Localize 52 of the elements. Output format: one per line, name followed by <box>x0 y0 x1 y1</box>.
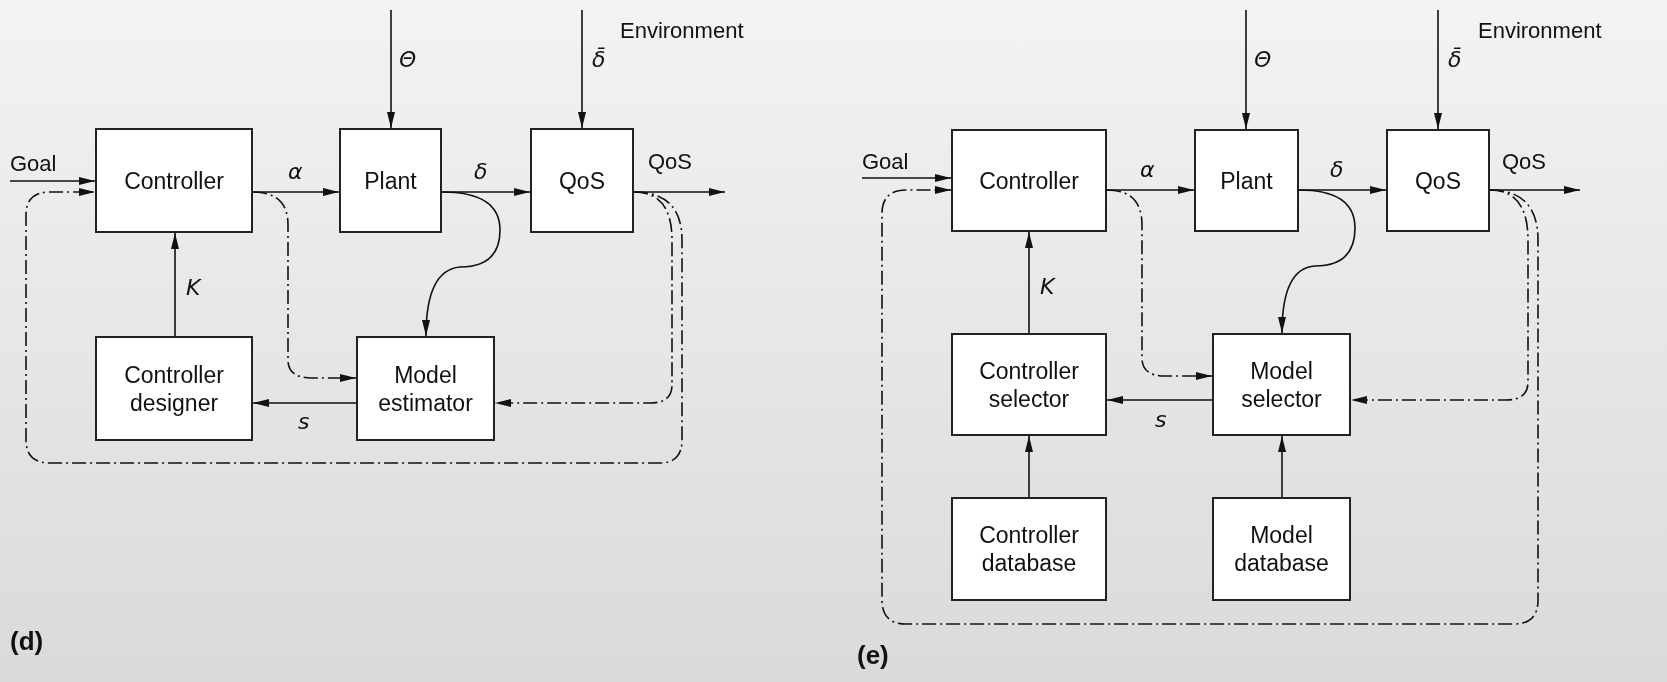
block-box: Plant <box>1194 129 1299 232</box>
arrow <box>1434 9 1442 130</box>
edge-label: Θ <box>1254 48 1272 72</box>
edge-label: δ̄ <box>1448 48 1462 72</box>
dash-dot-arrow <box>1106 189 1213 380</box>
arrow <box>1278 435 1286 498</box>
arrow <box>578 9 586 129</box>
arrow <box>1242 9 1250 130</box>
environment-label: Environment <box>620 18 744 44</box>
block-box: Controller database <box>951 497 1107 601</box>
environment-label: Environment <box>1478 18 1602 44</box>
arrow <box>422 191 501 337</box>
dash-dot-arrow <box>252 191 357 382</box>
dash-dot-arrow <box>494 191 673 407</box>
block-box: Model selector <box>1212 333 1351 436</box>
arrow <box>387 9 395 129</box>
edge-label: Goal <box>10 152 57 176</box>
block-box: Model database <box>1212 497 1351 601</box>
dash-dot-arrow <box>881 186 1539 625</box>
block-box: Controller selector <box>951 333 1107 436</box>
arrow <box>1278 189 1356 334</box>
edge-label: δ̄ <box>592 48 606 72</box>
block-box: Plant <box>339 128 442 233</box>
block-box: QoS <box>1386 129 1490 232</box>
edge-label: δ <box>474 160 488 184</box>
panel-label: (d) <box>10 626 44 657</box>
arrow <box>1025 435 1033 498</box>
dash-dot-arrow <box>1350 189 1529 404</box>
block-box: Controller <box>951 129 1107 232</box>
arrow <box>252 399 357 407</box>
arrow <box>171 232 179 337</box>
edge-label: s <box>298 410 310 434</box>
edge-label: Goal <box>862 150 909 174</box>
edge-label: QoS <box>1502 150 1547 174</box>
edge-label: K <box>1040 275 1055 299</box>
edge-label: K <box>186 276 201 300</box>
edge-label: δ <box>1330 158 1344 182</box>
block-box: Model estimator <box>356 336 495 441</box>
dash-dot-arrow <box>25 188 683 464</box>
arrow <box>1025 231 1033 334</box>
arrow <box>9 177 96 185</box>
edge-label: QoS <box>648 150 693 174</box>
block-box: QoS <box>530 128 634 233</box>
edge-label: α <box>1140 158 1155 182</box>
arrow <box>861 174 952 182</box>
block-box: Controller <box>95 128 253 233</box>
arrow <box>1106 396 1213 404</box>
edge-label: s <box>1155 408 1167 432</box>
block-box: Controller designer <box>95 336 253 441</box>
panel-label: (e) <box>857 640 889 671</box>
edge-label: Θ <box>399 48 417 72</box>
edge-label: α <box>288 160 303 184</box>
